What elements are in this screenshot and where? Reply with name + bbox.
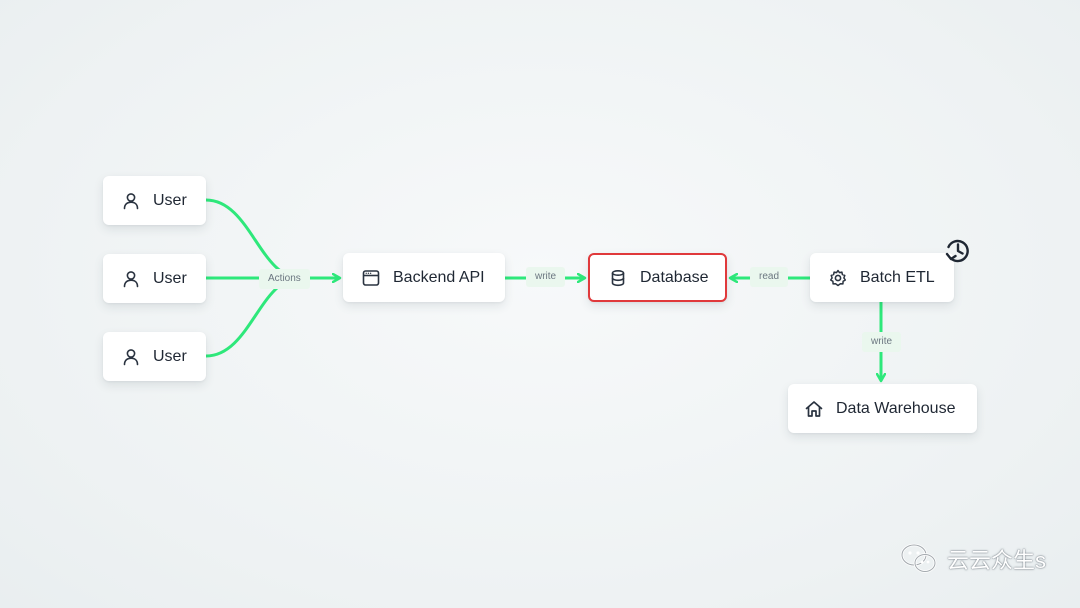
home-icon	[804, 399, 824, 419]
gear-icon	[828, 268, 848, 288]
edge-user-3-to-backend	[205, 276, 301, 358]
clock-history-icon	[945, 239, 969, 263]
user-icon	[121, 347, 141, 367]
edge-user-1-to-backend	[205, 198, 301, 280]
node-user-2[interactable]: User	[103, 254, 206, 303]
database-icon	[608, 268, 628, 288]
node-batch-etl[interactable]: Batch ETL	[810, 253, 954, 302]
edge-label-write-warehouse: write	[862, 332, 902, 352]
watermark-text: 云云众生s	[946, 548, 1046, 573]
node-user-1[interactable]: User	[103, 176, 206, 225]
node-user-2-label: User	[153, 269, 187, 287]
user-icon	[121, 269, 141, 289]
wechat-logo-icon	[900, 543, 937, 573]
edge-label-read-db: read	[750, 267, 789, 287]
node-user-1-label: User	[153, 191, 187, 209]
node-user-3[interactable]: User	[103, 332, 206, 381]
edge-label-actions: Actions	[259, 269, 310, 289]
node-backend-api-label: Backend API	[393, 268, 485, 286]
node-batch-etl-label: Batch ETL	[860, 268, 935, 286]
user-icon	[121, 191, 141, 211]
node-database[interactable]: Database	[588, 253, 727, 302]
node-backend-api[interactable]: Backend API	[343, 253, 505, 302]
node-data-warehouse[interactable]: Data Warehouse	[788, 384, 977, 433]
browser-window-icon	[361, 268, 381, 288]
node-data-warehouse-label: Data Warehouse	[836, 399, 956, 417]
watermark: 云云众生s	[899, 542, 1046, 576]
node-database-label: Database	[640, 268, 709, 286]
node-user-3-label: User	[153, 347, 187, 365]
edge-label-write-db: write	[526, 267, 566, 287]
